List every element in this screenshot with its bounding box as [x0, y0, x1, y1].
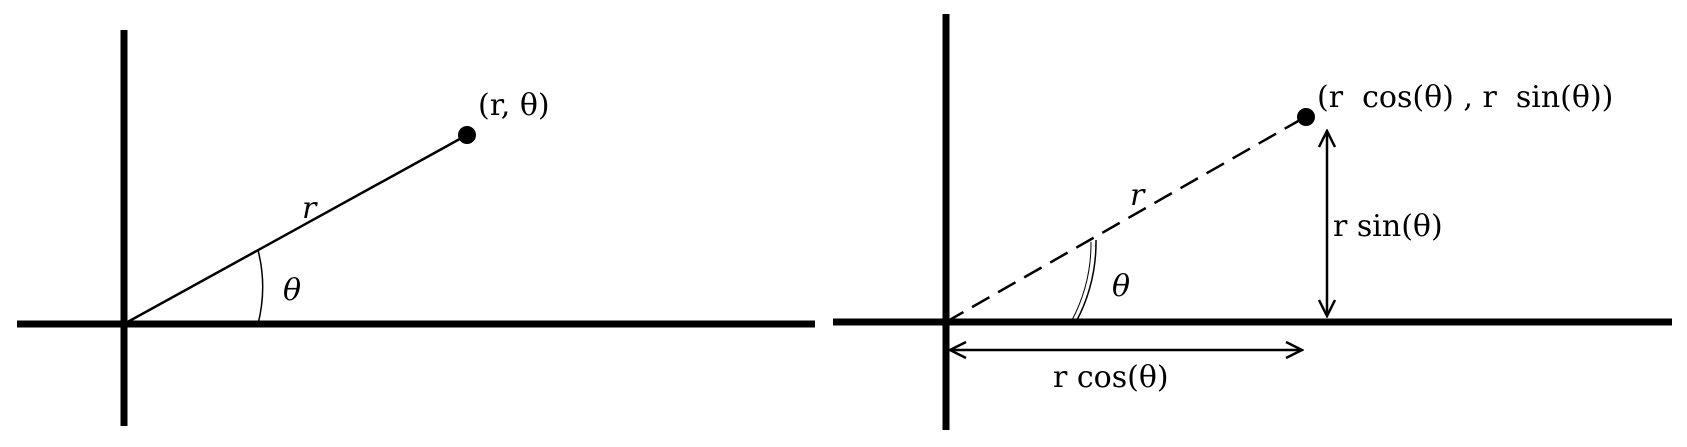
right-point-dot: [1297, 108, 1315, 126]
right-panel: (r cos(θ) , r sin(θ)) r θ r sin(θ) r cos…: [833, 14, 1672, 430]
vertical-length-label: r sin(θ): [1333, 209, 1443, 244]
left-angle-label: θ: [283, 273, 301, 308]
left-point-dot: [458, 126, 476, 144]
right-radius-dashed-line: [945, 118, 1301, 324]
left-radius-line: [123, 133, 468, 326]
left-panel: (r, θ) r θ: [17, 30, 815, 426]
left-angle-arc: [257, 249, 264, 325]
left-radius-label: r: [302, 191, 318, 226]
right-angle-arc: [1075, 239, 1097, 323]
left-point-label: (r, θ): [478, 88, 550, 123]
right-angle-label: θ: [1112, 269, 1130, 304]
right-radius-label: r: [1130, 178, 1146, 213]
horizontal-length-label: r cos(θ): [1053, 360, 1169, 395]
right-angle-arc-inner: [1070, 241, 1092, 323]
right-point-label: (r cos(θ) , r sin(θ)): [1317, 80, 1613, 115]
